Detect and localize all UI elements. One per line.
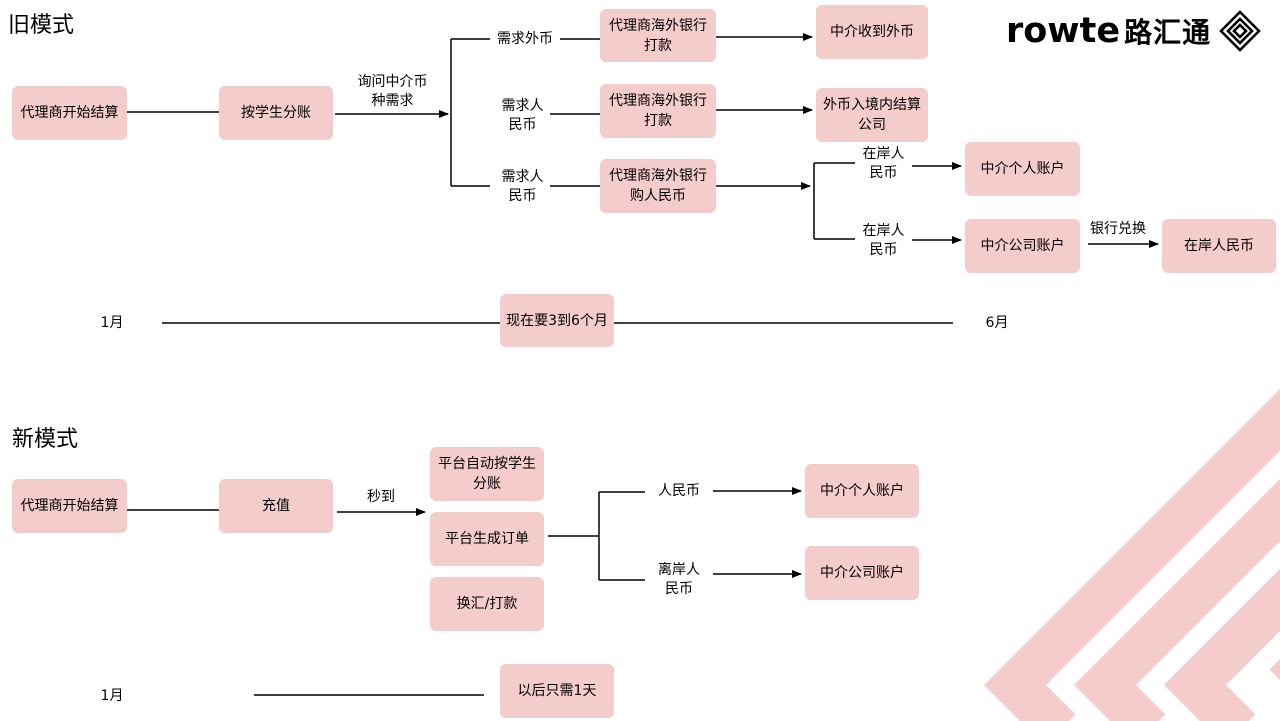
exchange-pay-node: 换汇/打款 (430, 577, 544, 631)
branch-rmb1-label: 需求人 民币 (501, 98, 544, 133)
bank-exchange-label: 银行兑换 (1090, 221, 1146, 237)
auto-split-node: 平台自动按学生 分账 (430, 447, 544, 501)
rowte-logo: rowte 路汇通 (1006, 8, 1272, 54)
ask-label: 询问中介币 种需求 (357, 74, 428, 109)
old-timeline-start: 1月 (100, 315, 124, 331)
new-start-node: 代理商开始结算 (12, 479, 127, 533)
rmb-label: 人民币 (658, 483, 700, 499)
branch-rmb2-label: 需求人 民币 (501, 169, 544, 204)
generate-order-node: 平台生成订单 (430, 512, 544, 566)
onshore-rmb-node: 在岸人民币 (1162, 219, 1276, 273)
settle-company-node: 外币入境内结算 公司 (816, 88, 928, 142)
new-timeline-duration: 以后只需1天 (500, 664, 614, 718)
new-mode-title: 新模式 (12, 427, 79, 452)
new-timeline-start: 1月 (100, 688, 124, 704)
bank-pay-node-2: 代理商海外银行 打款 (600, 84, 716, 138)
instant-label: 秒到 (367, 489, 395, 505)
old-company-account-node: 中介公司账户 (965, 219, 1080, 273)
new-company-account-node: 中介公司账户 (805, 546, 919, 600)
branch-foreign-label: 需求外币 (497, 31, 553, 47)
bank-buy-node: 代理商海外银行 购人民币 (600, 159, 716, 213)
recv-foreign-node: 中介收到外币 (816, 5, 928, 59)
onshore-label-2: 在岸人 民币 (862, 223, 905, 258)
logo-wordmark: rowte (1006, 11, 1121, 51)
old-start-node: 代理商开始结算 (12, 86, 127, 140)
logo-diamond-icon (1219, 10, 1261, 52)
onshore-label-1: 在岸人 民币 (862, 146, 905, 181)
old-split-node: 按学生分账 (219, 86, 333, 140)
old-timeline-end: 6月 (985, 315, 1009, 331)
logo-chinese-name: 路汇通 (1124, 16, 1212, 49)
old-timeline-duration: 现在要3到6个月 (500, 294, 614, 347)
old-mode-title: 旧模式 (8, 13, 75, 38)
offshore-rmb-label: 离岸人 民币 (658, 562, 700, 597)
recharge-node: 充值 (219, 479, 333, 533)
new-personal-account-node: 中介个人账户 (805, 464, 919, 518)
bank-pay-node-1: 代理商海外银行 打款 (600, 9, 716, 62)
old-personal-account-node: 中介个人账户 (965, 142, 1080, 196)
